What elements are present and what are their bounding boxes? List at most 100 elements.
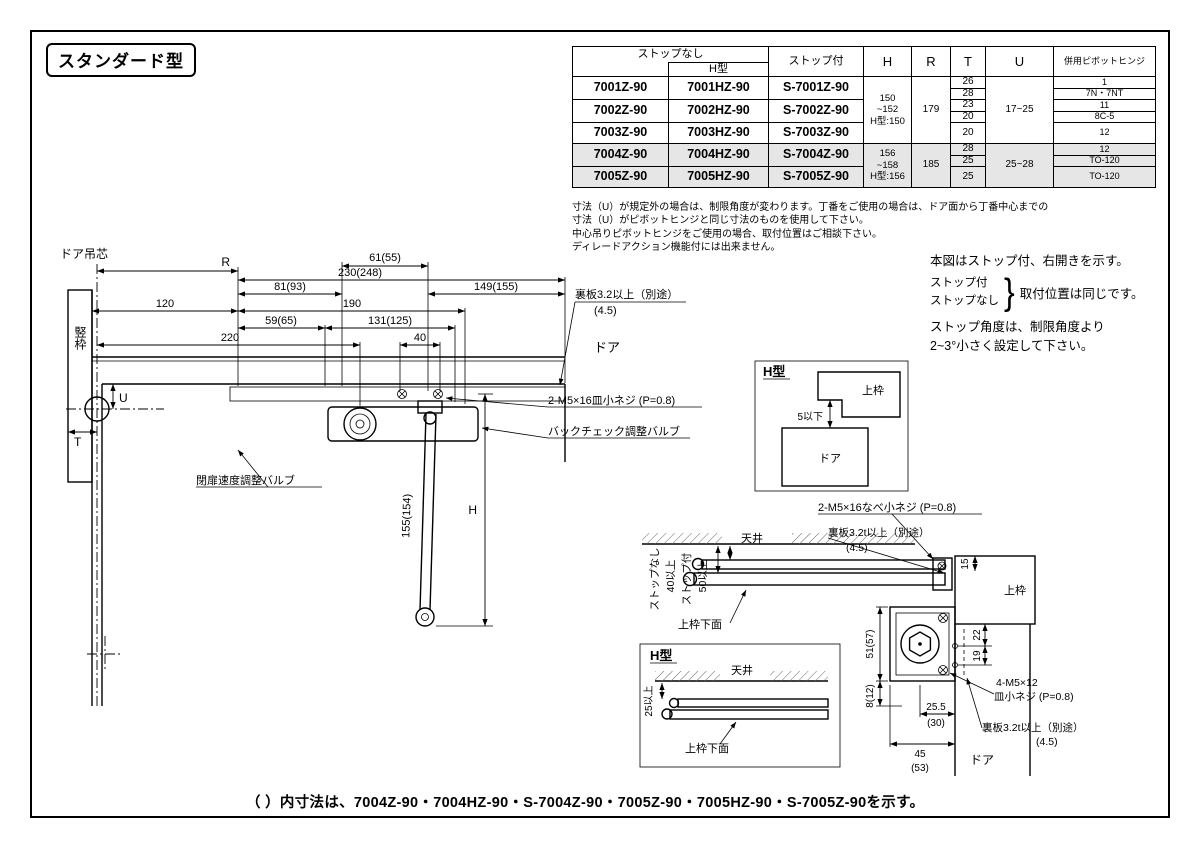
main-elevation-view: ドア吊芯 竪枠 — [60, 247, 702, 706]
model-cell: 7001HZ-90 — [668, 76, 769, 100]
model-cell: 7003HZ-90 — [668, 122, 769, 144]
spec-table: ストップなし ストップ付 H R T U 併用ピボットヒンジ H型 7001Z-… — [572, 46, 1156, 188]
ceiling-label: 天井 — [741, 531, 763, 545]
header-r: R — [911, 46, 951, 77]
backplate-thickness-label: (4.5) — [594, 305, 617, 317]
r-value-cell: 185 — [911, 143, 951, 188]
dim-T: T — [74, 435, 82, 449]
dim-51: 51(57) — [865, 630, 876, 659]
model-cell: 7001Z-90 — [572, 76, 669, 100]
dim-53: (53) — [911, 763, 929, 774]
brace-glyph: } — [1004, 271, 1015, 313]
note-figure-shows: 本図はストップ付、右開きを示す。 — [930, 254, 1129, 268]
door-pivot-center-label: ドア吊芯 — [60, 247, 108, 261]
header-u: U — [985, 46, 1054, 77]
dim-22: 22 — [972, 629, 983, 641]
table-note-line: ディレードアクション機能付には出来ません。 — [572, 242, 781, 254]
r-value-cell: 179 — [911, 76, 951, 144]
backplate-thickness-side: (4.5) — [846, 542, 868, 554]
note-same-position: 取付位置は同じです。 — [1019, 287, 1144, 301]
dim-30: (30) — [927, 718, 945, 729]
pivot-value-cell: 1 — [1053, 76, 1156, 89]
dim-220: 220 — [221, 332, 239, 344]
backplate-label-side: 裏板3.2t以上（別途） — [828, 526, 930, 539]
model-cell: S-7003Z-90 — [768, 122, 864, 144]
header-t: T — [950, 46, 986, 77]
t-value-cell: 26 — [950, 76, 986, 89]
dim-25-5: 25.5 — [926, 702, 946, 713]
htype-top-gap-label: 5以下 — [797, 412, 823, 423]
backplate-label: 裏板3.2以上（別途） — [575, 287, 678, 301]
header-blank — [572, 62, 669, 77]
htype-top-title: H型 — [763, 364, 785, 379]
t-value-cell: 25 — [950, 166, 986, 188]
model-cell: S-7005Z-90 — [768, 166, 864, 188]
dim-15: 15 — [960, 558, 971, 570]
note-stop-angle-line2: 2~3°小さく設定して下さい。 — [930, 338, 1094, 353]
technical-drawing: ドア吊芯 竪枠 — [60, 247, 1084, 776]
htype-top-frame-label: 上枠 — [862, 383, 884, 397]
dim-81: 81(93) — [274, 281, 306, 293]
htype-bottom-title: H型 — [650, 648, 672, 663]
backplate-label-door: 裏板3.2t以上（別途） — [982, 721, 1084, 734]
header-h: H — [863, 46, 912, 77]
pivot-value-cell: 7N・7NT — [1053, 87, 1156, 100]
table-note-line: 中心吊りピボットヒンジをご使用の場合、取付位置はご相談下さい。 — [572, 228, 882, 240]
t-value-cell: 25 — [950, 154, 986, 167]
model-cell: 7002HZ-90 — [668, 99, 769, 123]
dim-U: U — [119, 391, 128, 405]
model-cell: 7004Z-90 — [572, 143, 669, 167]
t-value-cell: 28 — [950, 87, 986, 100]
htype-detail-top: H型 上枠 ドア 5以下 — [754, 360, 909, 492]
model-cell: 7005Z-90 — [572, 166, 669, 188]
dim-61: 61(55) — [369, 252, 401, 264]
pivot-value-cell: TO-120 — [1053, 166, 1156, 188]
door-label: ドア — [594, 340, 620, 355]
dim-40min: 40以上 — [665, 560, 677, 593]
dim-19: 19 — [972, 650, 983, 662]
t-value-cell: 28 — [950, 143, 986, 156]
dim-50min: 50以上 — [697, 560, 709, 593]
model-cell: S-7002Z-90 — [768, 99, 864, 123]
pivot-value-cell: TO-120 — [1053, 154, 1156, 167]
u-value-cell: 17~25 — [985, 76, 1054, 144]
table-note-line: 寸法（U）がピボットヒンジと同じ寸法のものを使用して下さい。 — [572, 215, 869, 227]
dim-40: 40 — [414, 332, 426, 344]
dim-arm-length: 155(154) — [400, 494, 414, 538]
htype-bottom-ceiling-label: 天井 — [731, 663, 753, 677]
t-value-cell: 20 — [950, 122, 986, 144]
soffit-label: 上枠下面 — [678, 617, 722, 631]
model-cell: S-7004Z-90 — [768, 143, 864, 167]
htype-detail-bottom: H型 天井 25以上 上枠下面 — [639, 643, 841, 768]
dim-59: 59(65) — [265, 315, 297, 327]
screw-4m5-label: 4-M5×12 — [996, 677, 1038, 689]
t-value-cell: 20 — [950, 110, 986, 123]
u-value-cell: 25~28 — [985, 143, 1054, 188]
note-stop-angle-line1: ストップ角度は、制限角度より — [930, 320, 1105, 334]
head-frame-label: 上枠 — [1004, 583, 1026, 597]
table-note-line: 寸法（U）が規定外の場合は、制限角度が変わります。丁番をご使用の場合は、ドア面か… — [572, 202, 1049, 213]
flat-screw-label: 2-M5×16皿小ネジ (P=0.8) — [548, 394, 675, 407]
closer-body-end-view — [889, 606, 956, 682]
backcheck-valve-label: バックチェック調整バルブ — [548, 424, 680, 438]
dim-230: 230(248) — [338, 267, 382, 279]
model-cell: 7004HZ-90 — [668, 143, 769, 167]
dim-25min: 25以上 — [643, 685, 655, 716]
dimensions: R 61(55) 230(248) 81(93) 149(155) 120 19… — [68, 252, 565, 627]
h-value-cell: 156 ~158 H型:156 — [863, 143, 912, 188]
model-cell: 7003Z-90 — [572, 122, 669, 144]
htype-top-door-label: ドア — [819, 453, 841, 465]
sheet-title: スタンダード型 — [46, 43, 196, 77]
stop-none-label: ストップなし — [649, 548, 661, 611]
screw-4m5-type-label: 皿小ネジ (P=0.8) — [994, 691, 1074, 703]
note-stop-angle: ストップ角度は、制限角度より 2~3°小さく設定して下さい。 — [930, 318, 1105, 356]
door-label-side: ドア — [970, 753, 994, 767]
note-stop-with: ストップ付 — [930, 277, 988, 290]
note-stop-group: ストップ付 ストップなし } 取付位置は同じです。 — [930, 271, 1144, 313]
closer-arm — [415, 413, 437, 627]
dim-120: 120 — [156, 298, 174, 310]
model-cell: 7005HZ-90 — [668, 166, 769, 188]
pivot-hinge-detail — [66, 396, 164, 672]
pivot-value-cell: 12 — [1053, 122, 1156, 144]
frame-outline — [67, 289, 566, 706]
